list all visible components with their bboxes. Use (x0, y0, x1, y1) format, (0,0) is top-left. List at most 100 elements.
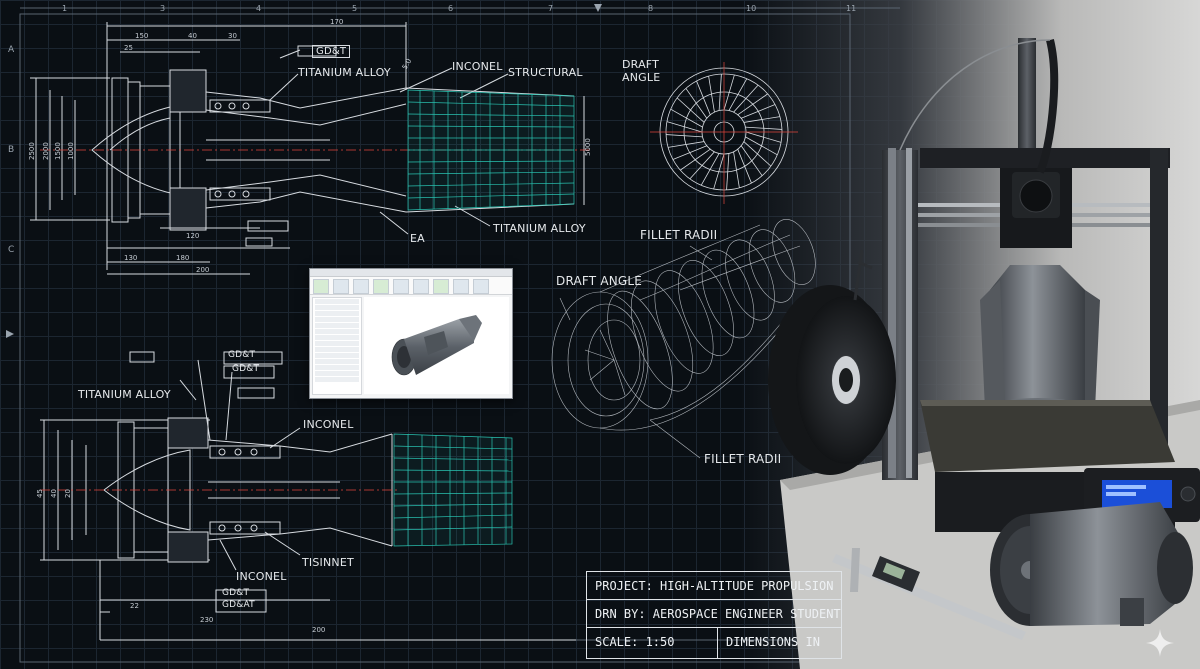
fillet-radii-callout: FILLET RADII (704, 452, 782, 466)
sparkle-icon (1146, 629, 1174, 657)
turbine-blade-line (737, 93, 768, 116)
turbine-blade-line (670, 108, 703, 128)
ruler-tick: 11 (846, 4, 856, 13)
drawing-title-block: PROJECT: HIGH-ALTITUDE PROPULSION DRN BY… (586, 571, 842, 659)
inconel-callout: INCONEL (303, 418, 354, 431)
dim-text: 40 (50, 489, 58, 498)
lower-dimension-texts: 45 40 20 22 230 200 (36, 489, 325, 634)
ribbon-tool-icon[interactable] (353, 279, 369, 294)
printer-bed (920, 400, 1175, 472)
ribbon-tool-icon[interactable] (413, 279, 429, 294)
ruler-letter: B (8, 145, 14, 155)
draft-angle-callout: DRAFT ANGLE (622, 58, 661, 84)
inconel-callout: INCONEL (236, 570, 287, 583)
turbine-blade-line (672, 145, 707, 160)
ea-callout: EA (410, 232, 425, 245)
gdt-callout: GD&T (222, 588, 250, 598)
titanium-alloy-callout: TITANIUM ALLOY (78, 388, 171, 401)
wireframe-ring (748, 229, 796, 303)
upper-nozzle-mesh (407, 89, 575, 211)
tisinnet-callout: TISINNET (302, 556, 354, 569)
turbine-blade-line (713, 153, 725, 190)
title-block-drawn-by: DRN BY: AEROSPACE ENGINEER STUDENT (587, 600, 841, 628)
cad-3d-viewport[interactable] (364, 297, 509, 394)
cad-software-window[interactable] (309, 268, 513, 399)
left-ruler: A B C (8, 45, 15, 255)
dim-text: 1500 (54, 142, 62, 160)
ruler-tick: 8 (648, 4, 653, 13)
lower-nozzle-mesh (393, 433, 513, 547)
turbine-blade-line (745, 136, 778, 156)
dim-text: 2000 (42, 142, 50, 160)
wireframe-ring (654, 270, 714, 374)
wireframe-ring (701, 249, 755, 339)
turbine-blade-line (726, 153, 730, 190)
turbine-blade-line (685, 88, 708, 119)
dim-text: 22 (130, 602, 139, 610)
ribbon-tool-icon[interactable] (373, 279, 389, 294)
dim-text: 180 (176, 254, 189, 262)
ruler-letter: C (8, 245, 14, 255)
ruler-tick: 5 (352, 4, 357, 13)
ruler-tick: 6 (448, 4, 453, 13)
titanium-alloy-callout: TITANIUM ALLOY (493, 222, 586, 235)
turbine-blade-line (689, 151, 715, 180)
title-block-scale: SCALE: 1:50 (595, 635, 675, 649)
feature-tree-panel[interactable] (312, 297, 362, 395)
dim-text: 30 (228, 32, 237, 40)
ribbon-tool-icon[interactable] (333, 279, 349, 294)
gdt-callout: GD&T (312, 45, 351, 58)
ruler-tick: 1 (62, 4, 67, 13)
finished-engine-model (990, 502, 1193, 626)
turbine-blade-line (676, 97, 705, 123)
turbine-blade-line (743, 116, 780, 123)
dim-text: 150 (135, 32, 148, 40)
digital-caliper (832, 548, 1026, 640)
ribbon-tool-icon[interactable] (453, 279, 469, 294)
gdt-callout: GD&T (232, 364, 260, 374)
turbine-blade-line (696, 80, 711, 115)
wireframe-ring (678, 260, 734, 356)
dim-text: 130 (124, 254, 137, 262)
turbine-blade-line (718, 74, 722, 111)
wireframe-ring (772, 219, 816, 285)
title-block-project: PROJECT: HIGH-ALTITUDE PROPULSION (587, 572, 841, 600)
draft-angle-callout: DRAFT ANGLE (556, 274, 643, 288)
turbine-blade-line (666, 121, 703, 133)
structural-callout: STRUCTURAL (508, 66, 583, 79)
turbine-blade-line (680, 148, 711, 171)
gdt-callout: GD&T (228, 350, 256, 360)
ruler-tick: 4 (256, 4, 261, 13)
ribbon-tool-icon[interactable] (393, 279, 409, 294)
ruler-tick: 7 (548, 4, 553, 13)
turbine-blade-line (723, 74, 735, 111)
dim-text: 200 (312, 626, 325, 634)
dim-text: 40 (188, 32, 197, 40)
turbine-blade-line (733, 84, 759, 113)
gdt-callout: GD&AT (222, 600, 255, 610)
turbine-blade-line (733, 151, 740, 188)
dim-text: 25 (124, 44, 133, 52)
printed-engine-part (990, 265, 1085, 420)
turbine-blade-line (728, 78, 748, 111)
ribbon-tool-icon[interactable] (313, 279, 329, 294)
ribbon-tool-icon[interactable] (433, 279, 449, 294)
ruler-tick: 3 (160, 4, 165, 13)
wireframe-ring (607, 290, 673, 410)
title-block-units: DIMENSIONS IN MM (717, 628, 841, 658)
titanium-alloy-callout: TITANIUM ALLOY (298, 66, 391, 79)
ruler-tick: 10 (746, 4, 756, 13)
top-ruler: 1 3 4 5 6 7 8 10 11 (62, 4, 856, 13)
turbine-blade-line (740, 145, 763, 176)
lower-engine-section (40, 351, 580, 641)
turbine-blade-line (745, 131, 782, 143)
inconel-callout: INCONEL (452, 60, 503, 73)
ruler-letter: A (8, 45, 15, 55)
ribbon-tool-icon[interactable] (473, 279, 489, 294)
dim-text: 230 (200, 616, 213, 624)
turbine-blade-line (668, 141, 705, 148)
dim-text: 45 (36, 489, 44, 498)
